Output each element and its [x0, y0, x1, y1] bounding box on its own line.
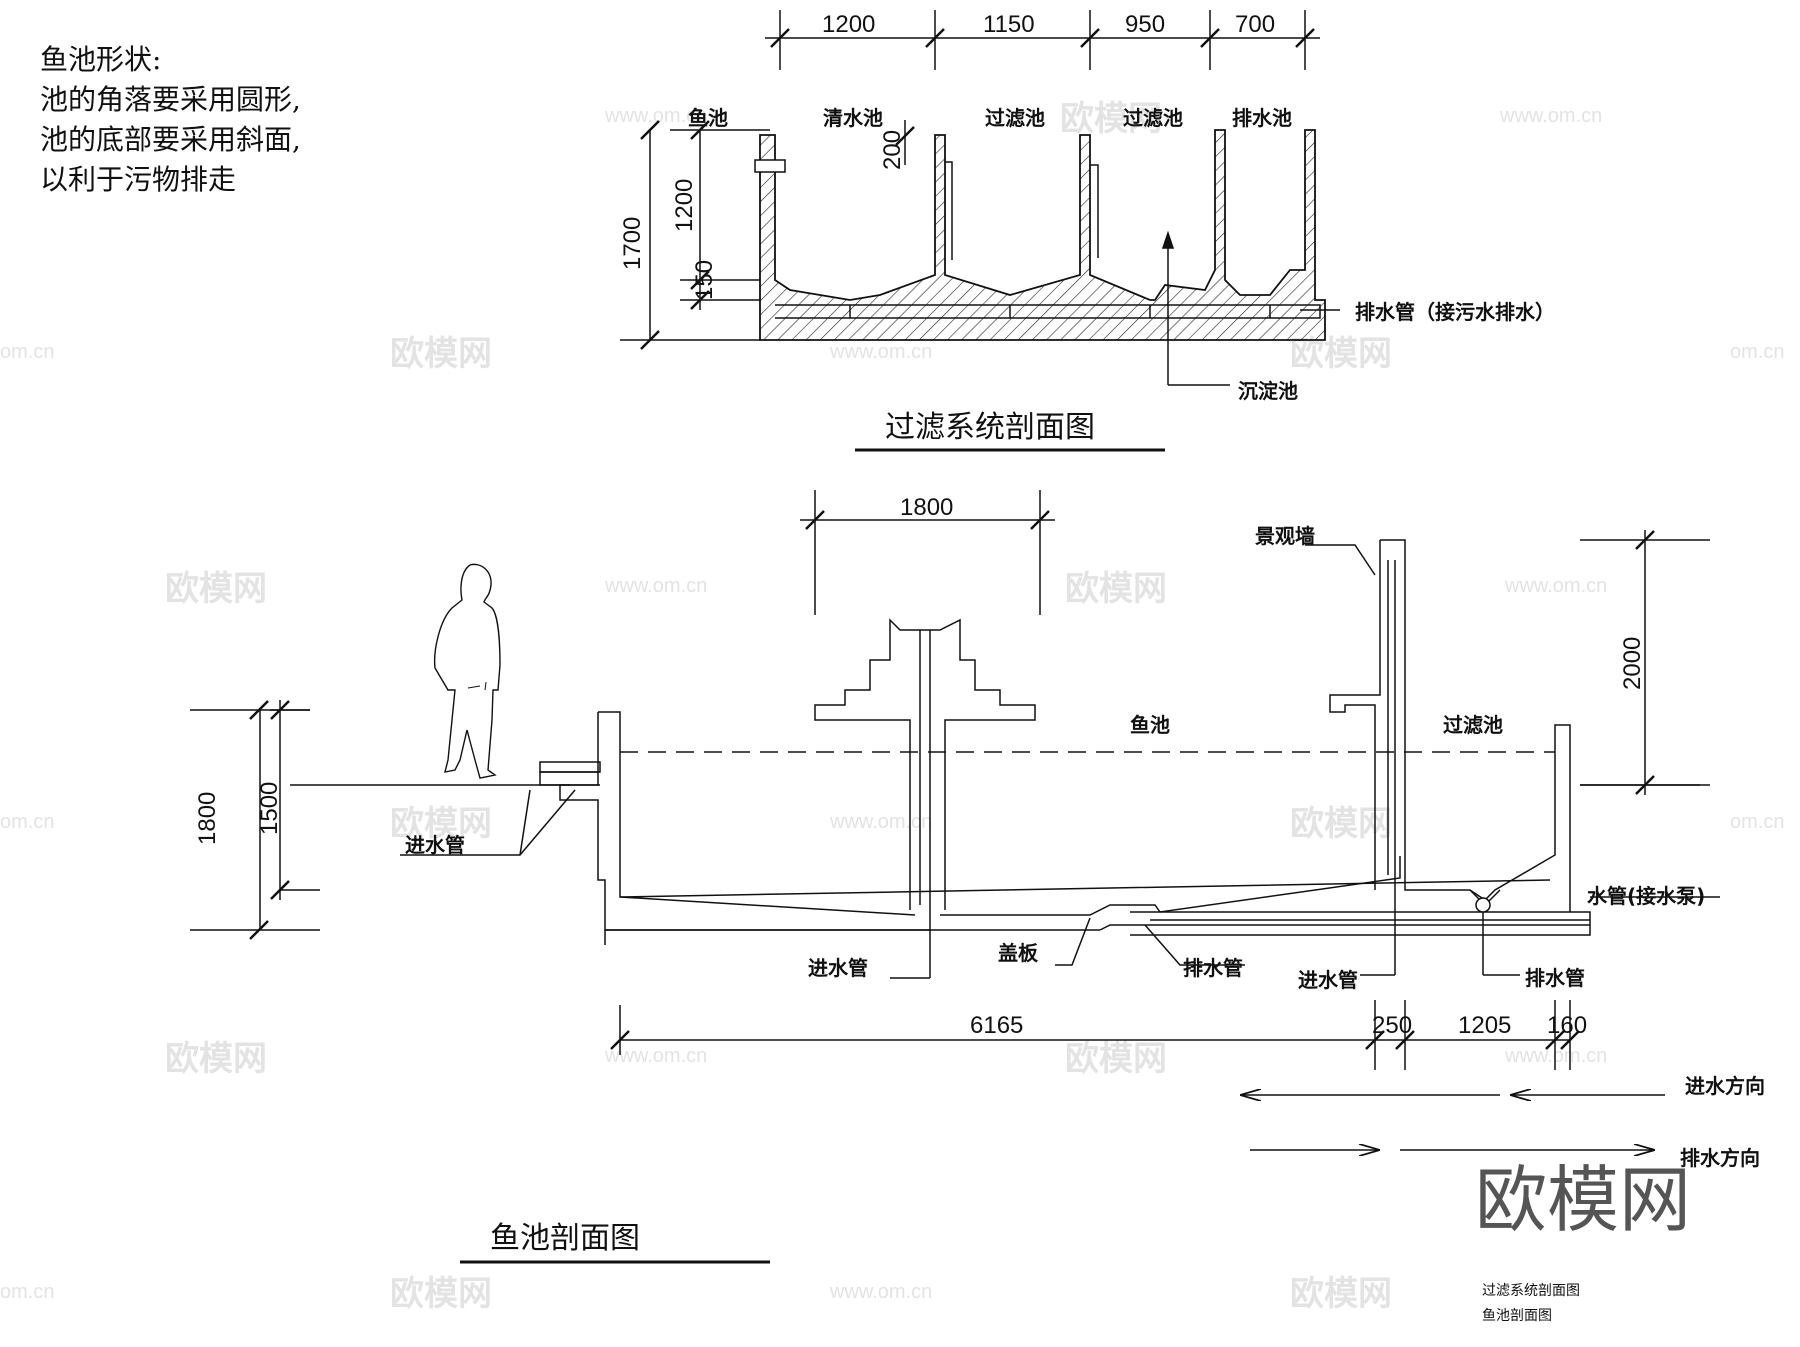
pond-dim-6165: 6165	[970, 1012, 1023, 1039]
design-notes: 鱼池形状: 池的角落要采用圆形, 池的底部要采用斜面, 以利于污物排走	[40, 40, 301, 200]
drain-pipe-center-label: 排水管	[1183, 956, 1243, 980]
filter-ledge	[754, 159, 786, 173]
watermark-site-short: om.cn	[0, 1281, 54, 1303]
water-pipe-pump-label: 水管(接水泵)	[1587, 884, 1705, 908]
pond-dim-2000: 2000	[1619, 637, 1646, 690]
fish-pond-label: 鱼池	[1130, 713, 1170, 737]
flow-out-label: 排水方向	[1680, 1146, 1760, 1170]
filter-left-dimension	[620, 120, 770, 350]
watermark-brand: 欧模网	[165, 569, 267, 609]
filter-dim-150: 150	[691, 260, 718, 300]
note-line-2: 池的角落要采用圆形,	[40, 83, 301, 116]
filter-dim-1700: 1700	[619, 217, 646, 270]
sediment-tank-label: 沉淀池	[1238, 379, 1298, 403]
fountain-column	[814, 618, 1036, 910]
chamber-fish-pond: 鱼池	[688, 106, 728, 130]
pond-dim-250: 250	[1372, 1012, 1412, 1039]
filter-section-title: 过滤系统剖面图	[885, 410, 1095, 445]
filter-top-dimension	[765, 10, 1320, 70]
chamber-filter-1: 过滤池	[985, 106, 1045, 130]
landscape-wall	[1329, 539, 1406, 890]
watermark-site-short: om.cn	[0, 811, 54, 833]
watermark-brand: 欧模网	[1290, 1274, 1392, 1314]
watermark-site: www.om.cn	[829, 811, 932, 833]
watermark-brand: 欧模网	[390, 1274, 492, 1314]
watermark-brand: 欧模网	[390, 334, 492, 374]
filter-dim-1150: 1150	[983, 11, 1035, 38]
filter-dim-200: 200	[879, 130, 906, 170]
legend-line-1: 过滤系统剖面图	[1482, 1283, 1580, 1299]
flow-in-label: 进水方向	[1685, 1074, 1765, 1098]
watermark-site: www.om.cn	[604, 575, 707, 597]
watermark-site: www.om.cn	[604, 105, 707, 127]
pond-dim-160: 160	[1547, 1012, 1587, 1039]
watermark-site: www.om.cn	[604, 1045, 707, 1067]
watermark-site-short: om.cn	[0, 341, 54, 363]
note-line-3: 池的底部要采用斜面,	[40, 123, 301, 156]
fish-pond-section	[190, 490, 1720, 1150]
filter-system-section	[620, 10, 1340, 386]
pond-dim-1800-top: 1800	[900, 494, 953, 521]
pond-floor	[619, 856, 1401, 916]
filter-section-text: 1200 1150 950 700 鱼池 清水池 过滤池 过滤池 排水池 170…	[619, 11, 1555, 452]
filter-pond-walls	[1404, 724, 1571, 912]
brand-logo: 欧模网	[1475, 1158, 1691, 1242]
watermark-site-short: om.cn	[1730, 811, 1784, 833]
cover-plate-label: 盖板	[998, 941, 1039, 965]
filter-pond-label: 过滤池	[1443, 713, 1503, 737]
filter-dim-700: 700	[1235, 11, 1275, 38]
filter-dim-1200-left: 1200	[671, 179, 698, 232]
filter-dim-950: 950	[1125, 11, 1165, 38]
inlet-pipe-center-label: 进水管	[808, 956, 868, 980]
drain-pipe-sewage-label: 排水管（接污水排水）	[1355, 300, 1555, 324]
chamber-clear-water: 清水池	[823, 106, 883, 130]
watermark-brand: 欧模网	[1060, 99, 1162, 139]
chamber-filter-2: 过滤池	[1123, 106, 1183, 130]
watermark-brand: 欧模网	[1065, 1039, 1167, 1079]
pond-section-title: 鱼池剖面图	[490, 1221, 640, 1256]
inlet-pipe-left-label: 进水管	[405, 833, 465, 857]
watermark-brand: 欧模网	[1065, 569, 1167, 609]
watermark-brand: 欧模网	[1290, 804, 1392, 844]
chamber-drain: 排水池	[1232, 106, 1292, 130]
watermark-layer: 欧模网 欧模网 欧模网 欧模网 欧模网 欧模网 欧模网 欧模网 欧模网 欧模网 …	[0, 99, 1784, 1314]
watermark-site: www.om.cn	[1504, 575, 1607, 597]
pond-dim-1500: 1500	[256, 782, 283, 835]
note-line-1: 鱼池形状:	[40, 43, 162, 76]
watermark-site-short: om.cn	[1730, 341, 1784, 363]
filter-dim-1200: 1200	[822, 11, 875, 38]
watermark-brand: 欧模网	[165, 1039, 267, 1079]
pond-dim-1800-left: 1800	[194, 792, 221, 845]
legend-line-2: 鱼池剖面图	[1482, 1307, 1552, 1324]
landscape-wall-label: 景观墙	[1255, 524, 1315, 548]
pond-dim-1205: 1205	[1458, 1012, 1511, 1039]
drain-pipe-right-label: 排水管	[1525, 966, 1585, 990]
watermark-site: www.om.cn	[829, 341, 932, 363]
watermark-brand: 欧模网	[390, 804, 492, 844]
pond-left-wall	[559, 711, 1551, 931]
inlet-pipe-right-label: 进水管	[1298, 968, 1358, 992]
note-line-4: 以利于污物排走	[40, 163, 237, 196]
person-figure	[433, 563, 501, 779]
watermark-site: www.om.cn	[1499, 105, 1602, 127]
watermark-site: www.om.cn	[829, 1281, 932, 1303]
filter-structure	[759, 129, 1326, 341]
fish-pond-text: 1800 2000 1800 1500 景观墙 鱼池 过滤池 进水管 进水管 盖…	[194, 494, 1765, 1324]
